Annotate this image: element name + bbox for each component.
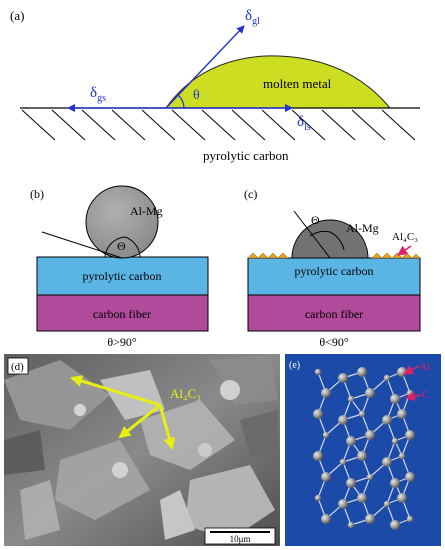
aluminium-atom <box>365 430 375 440</box>
aluminium-atom <box>313 409 323 419</box>
panel-d-label-box <box>7 357 29 375</box>
carbon-atom <box>347 521 355 529</box>
panel-b-label: (b) <box>30 187 44 201</box>
condition-c: θ<90° <box>319 335 349 349</box>
sem-texture <box>4 355 278 540</box>
panel-d-label: (d) <box>11 361 24 373</box>
aluminium-atom <box>346 436 356 446</box>
aluminium-atom <box>397 493 407 503</box>
carbon-atom <box>366 473 374 481</box>
theta-arc-b <box>104 236 141 258</box>
aluminium-atom <box>390 520 400 530</box>
panel-c: (c) Θ Al-Mg Al₄C₃ pyrolytic carbon carbo… <box>244 187 421 349</box>
aluminium-atom <box>365 514 375 524</box>
al-mg-label-b: Al-Mg <box>130 204 163 218</box>
aluminium-atom <box>338 415 348 425</box>
condition-b: θ>90° <box>107 335 137 349</box>
aluminium-atom <box>357 367 367 377</box>
atom-arrow-al <box>403 365 420 375</box>
al4c3-particles-c <box>247 252 421 259</box>
aluminium-atom <box>338 373 348 383</box>
al4c3-label-c: Al₄C₃ <box>392 231 418 243</box>
atom-label-al: Al <box>420 362 430 373</box>
panel-d: (d) Al₄C₃ 10μm <box>4 354 280 546</box>
aluminium-atom <box>346 478 356 488</box>
panel-e-label: (e) <box>289 360 300 371</box>
carbon-atom <box>383 500 391 508</box>
carbon-fiber-label-b: carbon fiber <box>93 307 151 321</box>
aluminium-atom <box>357 493 367 503</box>
theta-label-b: Θ <box>117 239 126 253</box>
al-mg-droplet-c <box>291 219 369 259</box>
carbon-atom <box>314 368 322 376</box>
carbon-atom <box>391 437 399 445</box>
panel-a-label: (a) <box>10 8 24 23</box>
pyrolytic-carbon-label-c: pyrolytic carbon <box>295 264 374 278</box>
theta-arc <box>177 94 185 109</box>
aluminium-atom <box>397 367 407 377</box>
aluminium-atom <box>313 451 323 461</box>
carbon-atom <box>383 374 391 382</box>
theta-label-a: θ <box>193 88 200 103</box>
aluminium-atom <box>357 451 367 461</box>
panel-a: (a) δgl δgs δls θ <box>10 8 420 163</box>
aluminium-atom <box>321 472 331 482</box>
aluminium-atom <box>338 499 348 509</box>
delta-gl-label: δgl <box>245 8 260 27</box>
atom-label-c: C <box>422 390 429 401</box>
theta-label-c: Θ <box>311 213 320 227</box>
al4c3-arrow-c <box>397 245 412 256</box>
theta-arc-c <box>309 230 345 251</box>
aluminium-atom <box>405 430 415 440</box>
crystal-structure-background <box>285 354 441 546</box>
carbon-fiber-label-c: carbon fiber <box>305 307 363 321</box>
aluminium-atom <box>321 514 331 524</box>
al-mg-label-c: Al-Mg <box>346 221 379 235</box>
carbon-atom <box>398 452 406 460</box>
carbon-fiber-layer-b <box>36 294 209 332</box>
panel-e: (e) Al C <box>285 354 441 546</box>
aluminium-atom <box>382 415 392 425</box>
scale-bar-label: 10μm <box>230 534 251 544</box>
carbon-atom <box>406 389 414 397</box>
carbon-atom <box>406 515 414 523</box>
carbon-atom <box>358 410 366 418</box>
aluminium-atom <box>382 457 392 467</box>
pyrolytic-carbon-label-a: pyrolytic carbon <box>203 148 289 163</box>
molten-metal-label: molten metal <box>263 76 332 91</box>
panel-c-label: (c) <box>244 187 257 201</box>
panel-b: (b) Θ Al-Mg pyrolytic carbon carbon fibe… <box>30 185 209 349</box>
pyrolytic-carbon-label-b: pyrolytic carbon <box>83 269 162 283</box>
tangent-line-b <box>41 231 123 259</box>
al4c3-label-d: Al₄C₃ <box>170 386 201 401</box>
carbon-fiber-layer-c <box>247 294 421 332</box>
carbon-atom <box>347 395 355 403</box>
delta-ls-label: δls <box>297 114 311 133</box>
aluminium-atom <box>365 388 375 398</box>
aluminium-atom <box>321 388 331 398</box>
aluminium-atom <box>390 394 400 404</box>
al4c3-arrows-d <box>70 375 176 450</box>
delta-gs-label: δgs <box>90 85 106 104</box>
atom-arrow-c <box>405 391 422 402</box>
aluminium-atom <box>397 409 407 419</box>
carbon-atom <box>339 458 347 466</box>
aluminium-atom <box>390 478 400 488</box>
carbon-atom <box>322 431 330 439</box>
aluminium-atom <box>405 472 415 482</box>
substrate-hatching <box>21 109 416 141</box>
gamma-gl-vector <box>165 25 245 109</box>
carbon-atom <box>314 494 322 502</box>
